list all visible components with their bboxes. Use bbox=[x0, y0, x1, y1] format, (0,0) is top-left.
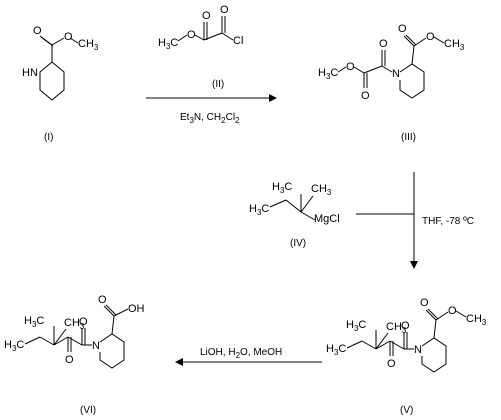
label-v: (V) bbox=[400, 405, 413, 416]
reagent-label-2: THF, -78 ºC bbox=[422, 216, 474, 227]
methyl-label-iv-a: H3C bbox=[249, 203, 269, 217]
oxygen-label-vi3: O bbox=[98, 294, 107, 306]
oxygen-label-iii2: O bbox=[361, 90, 370, 102]
oxygen-label-iii1: O bbox=[346, 61, 355, 73]
piperidine-ring-i bbox=[39, 61, 65, 101]
nh-label-i: HN bbox=[22, 67, 38, 79]
label-iii: (III) bbox=[401, 132, 416, 143]
oxygen-label-v2: O bbox=[401, 320, 410, 332]
oxygen-label-iii4: O bbox=[398, 23, 407, 35]
compound-i: O O CH3 HN (I) bbox=[22, 25, 99, 143]
hydroxyl-label-vi: OH bbox=[128, 303, 145, 315]
compound-vi: H3C H3C CH3 O O N O OH (VI) bbox=[4, 294, 145, 416]
nitrogen-label-vi: N bbox=[92, 340, 100, 352]
label-vi: (VI) bbox=[80, 405, 96, 416]
reagent-label-3: LiOH, H2O, MeOH bbox=[200, 347, 282, 360]
label-i: (I) bbox=[44, 132, 53, 143]
nitrogen-label-v: N bbox=[414, 344, 422, 356]
oxygen-label-v1: O bbox=[387, 358, 396, 370]
mgcl-label-iv: MgCl bbox=[314, 213, 340, 225]
oxygen-label-i2: O bbox=[64, 31, 73, 43]
reaction-arrow-2: THF, -78 ºC bbox=[356, 172, 474, 269]
methyl-label-i: CH3 bbox=[78, 38, 99, 52]
methyl-label-iv-b: H3C bbox=[272, 181, 292, 195]
label-ii: (II) bbox=[212, 79, 224, 90]
oxygen-label-iii3: O bbox=[379, 38, 388, 50]
methyl-label-v-a: H3C bbox=[326, 343, 346, 357]
piperidine-ring-vi bbox=[99, 333, 125, 369]
methyl-label-vi-b: H3C bbox=[24, 315, 44, 329]
reaction-arrow-3: LiOH, H2O, MeOH bbox=[175, 347, 322, 366]
reagent-label-1: Et3N, CH2Cl2 bbox=[180, 112, 240, 125]
piperidine-ring-v bbox=[421, 337, 447, 373]
oxygen-label-v3: O bbox=[420, 297, 429, 309]
methyl-label-v-c: CH3 bbox=[386, 321, 407, 335]
methyl-label-vi-c: CH3 bbox=[64, 317, 85, 331]
methyl-label-iii: H3C bbox=[318, 67, 338, 81]
oxygen-label-ii2: O bbox=[202, 10, 211, 22]
methyl-label-v-b: H3C bbox=[346, 319, 366, 333]
compound-iii: H3C O O O N O O CH3 (III) bbox=[318, 23, 465, 143]
nitrogen-label-iii: N bbox=[392, 68, 400, 80]
reaction-arrow-1: Et3N, CH2Cl2 bbox=[146, 94, 277, 125]
compound-v: H3C H3C CH3 O O N O O CH3 (V) bbox=[326, 297, 487, 416]
oxygen-label-vi1: O bbox=[65, 354, 74, 366]
chloro-label-ii: Cl bbox=[233, 35, 243, 47]
methyl-label-ii: H3C bbox=[158, 37, 178, 51]
compound-iv: H3C H3C CH3 MgCl (IV) bbox=[249, 181, 340, 249]
methyl-label-v-d: CH3 bbox=[466, 313, 487, 327]
oxygen-label-i1: O bbox=[33, 25, 42, 37]
oxygen-label-vi2: O bbox=[79, 316, 88, 328]
oxygen-label-ii3: O bbox=[220, 4, 229, 16]
methyl-label-iii2: CH3 bbox=[444, 38, 465, 52]
piperidine-ring-iii bbox=[399, 63, 425, 99]
oxygen-label-iii5: O bbox=[426, 31, 435, 43]
oxygen-label-ii1: O bbox=[187, 29, 196, 41]
methyl-label-iv-c: CH3 bbox=[311, 183, 332, 197]
methyl-label-vi-a: H3C bbox=[4, 339, 24, 353]
label-iv: (IV) bbox=[290, 238, 306, 249]
compound-ii: H3C O O O Cl (II) bbox=[158, 4, 243, 90]
oxygen-label-v4: O bbox=[448, 305, 457, 317]
